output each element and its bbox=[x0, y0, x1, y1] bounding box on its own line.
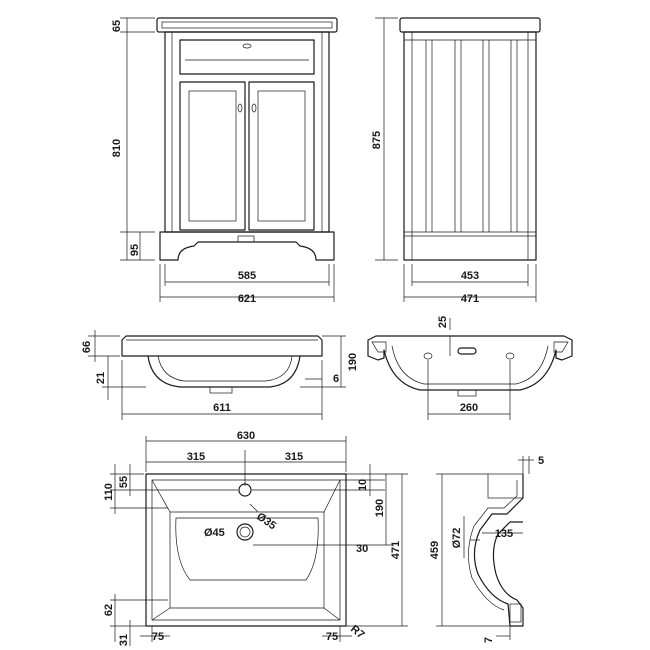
dim-profile-foot: 7 bbox=[483, 637, 495, 643]
dim-plan-depth-c: 10 bbox=[357, 479, 369, 491]
dim-plan-depth-total: 471 bbox=[390, 541, 402, 559]
dim-front-plinth-height: 95 bbox=[129, 244, 141, 256]
dim-section-height: 190 bbox=[347, 353, 359, 371]
dim-plan-depth-b: 55 bbox=[118, 476, 130, 488]
dim-plan-corner-right: 75 bbox=[326, 631, 338, 643]
basin-front-elevation bbox=[121, 335, 323, 394]
dim-plan-half-right: 315 bbox=[285, 451, 303, 463]
cabinet-front-view bbox=[156, 17, 338, 261]
dim-basin-bowl-offset: 21 bbox=[95, 372, 107, 384]
dim-plan-corner-left: 75 bbox=[152, 631, 164, 643]
dim-plan-depth-a: 110 bbox=[103, 483, 115, 501]
dim-front-inner-width: 585 bbox=[238, 270, 256, 282]
dim-side-outer-depth: 471 bbox=[461, 293, 479, 305]
basin-section bbox=[367, 335, 573, 397]
dim-plan-front-edge: 31 bbox=[118, 634, 130, 646]
dim-plan-half-left: 315 bbox=[187, 451, 205, 463]
basin-front-dimensions bbox=[88, 330, 346, 420]
side-view-dimensions bbox=[375, 17, 537, 302]
front-view-dimensions bbox=[120, 17, 335, 302]
basin-plan-view bbox=[145, 473, 347, 627]
dim-plan-width: 630 bbox=[237, 430, 255, 442]
dim-plan-waste: Ø45 bbox=[204, 527, 225, 539]
cabinet-side-view bbox=[399, 17, 541, 261]
dim-front-outer-width: 621 bbox=[238, 293, 256, 305]
dim-front-top-height: 65 bbox=[111, 20, 123, 32]
dim-section-overflow-spacing: 260 bbox=[460, 402, 478, 414]
basin-profile-dimensions bbox=[436, 456, 534, 640]
dim-plan-tap-hole: Ø35 bbox=[254, 511, 278, 533]
basin-plan-dimensions bbox=[110, 436, 408, 646]
dim-basin-lip: 6 bbox=[333, 373, 339, 385]
dim-profile-top: 5 bbox=[538, 455, 544, 467]
dim-plan-depth-d: 190 bbox=[374, 499, 386, 517]
dim-front-body-height: 810 bbox=[111, 139, 123, 157]
basin-section-dimensions bbox=[427, 318, 511, 420]
dim-plan-front-margin: 62 bbox=[103, 604, 115, 616]
dim-profile-height: 459 bbox=[429, 541, 441, 559]
basin-side-profile bbox=[468, 473, 524, 627]
dim-section-rim: 25 bbox=[437, 316, 449, 328]
dim-side-total-height: 875 bbox=[371, 131, 383, 149]
dim-basin-top-thickness: 66 bbox=[81, 341, 93, 353]
dim-plan-waste-offset: 30 bbox=[356, 543, 368, 555]
dim-basin-width: 611 bbox=[213, 402, 231, 414]
dim-profile-waste-depth: 135 bbox=[495, 528, 513, 540]
dim-profile-waste-dia: Ø72 bbox=[451, 528, 463, 549]
dim-side-inner-depth: 453 bbox=[461, 270, 479, 282]
